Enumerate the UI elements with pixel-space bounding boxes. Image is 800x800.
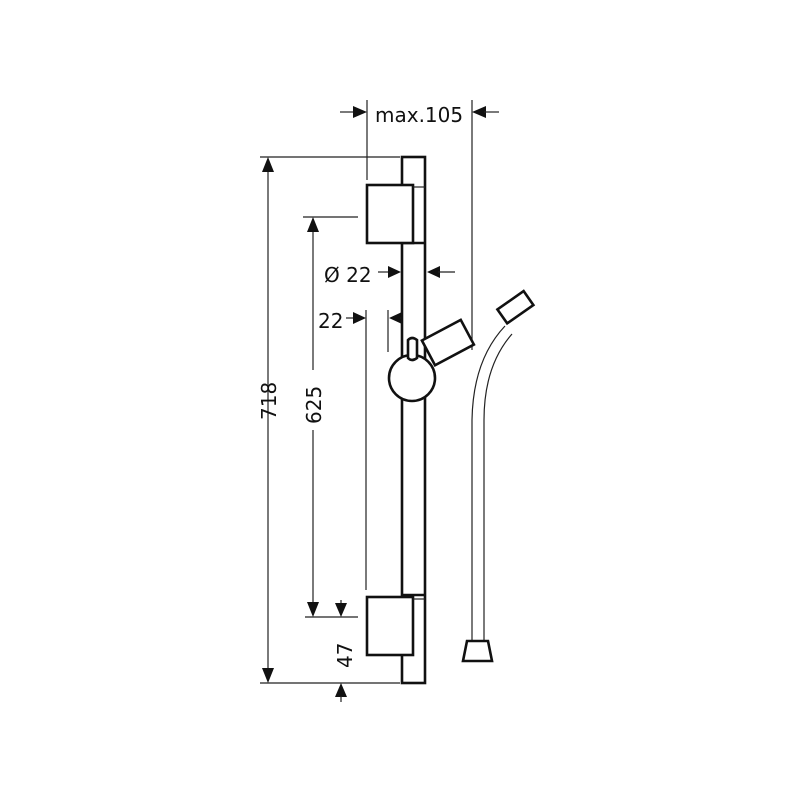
dimension-total-height: 718 xyxy=(257,157,281,683)
bracket-spacing-label: 625 xyxy=(302,386,326,424)
offset-label: 22 xyxy=(318,309,343,333)
dimension-bottom-offset: 47 xyxy=(333,600,357,702)
top-wall-bracket xyxy=(365,183,425,245)
shower-slider xyxy=(387,318,476,403)
dimension-max-projection: max.105 xyxy=(340,103,499,127)
shower-hose xyxy=(461,289,536,663)
dimension-bracket-spacing: 625 xyxy=(302,217,326,617)
dimension-rail-diameter: Ø 22 xyxy=(324,263,455,287)
bottom-offset-label: 47 xyxy=(333,643,357,668)
rail-diameter-label: Ø 22 xyxy=(324,263,372,287)
max-projection-label: max.105 xyxy=(375,103,463,127)
shower-rail xyxy=(400,155,427,685)
bottom-wall-bracket xyxy=(365,595,425,657)
extension-lines xyxy=(260,100,473,684)
total-height-label: 718 xyxy=(257,382,281,420)
